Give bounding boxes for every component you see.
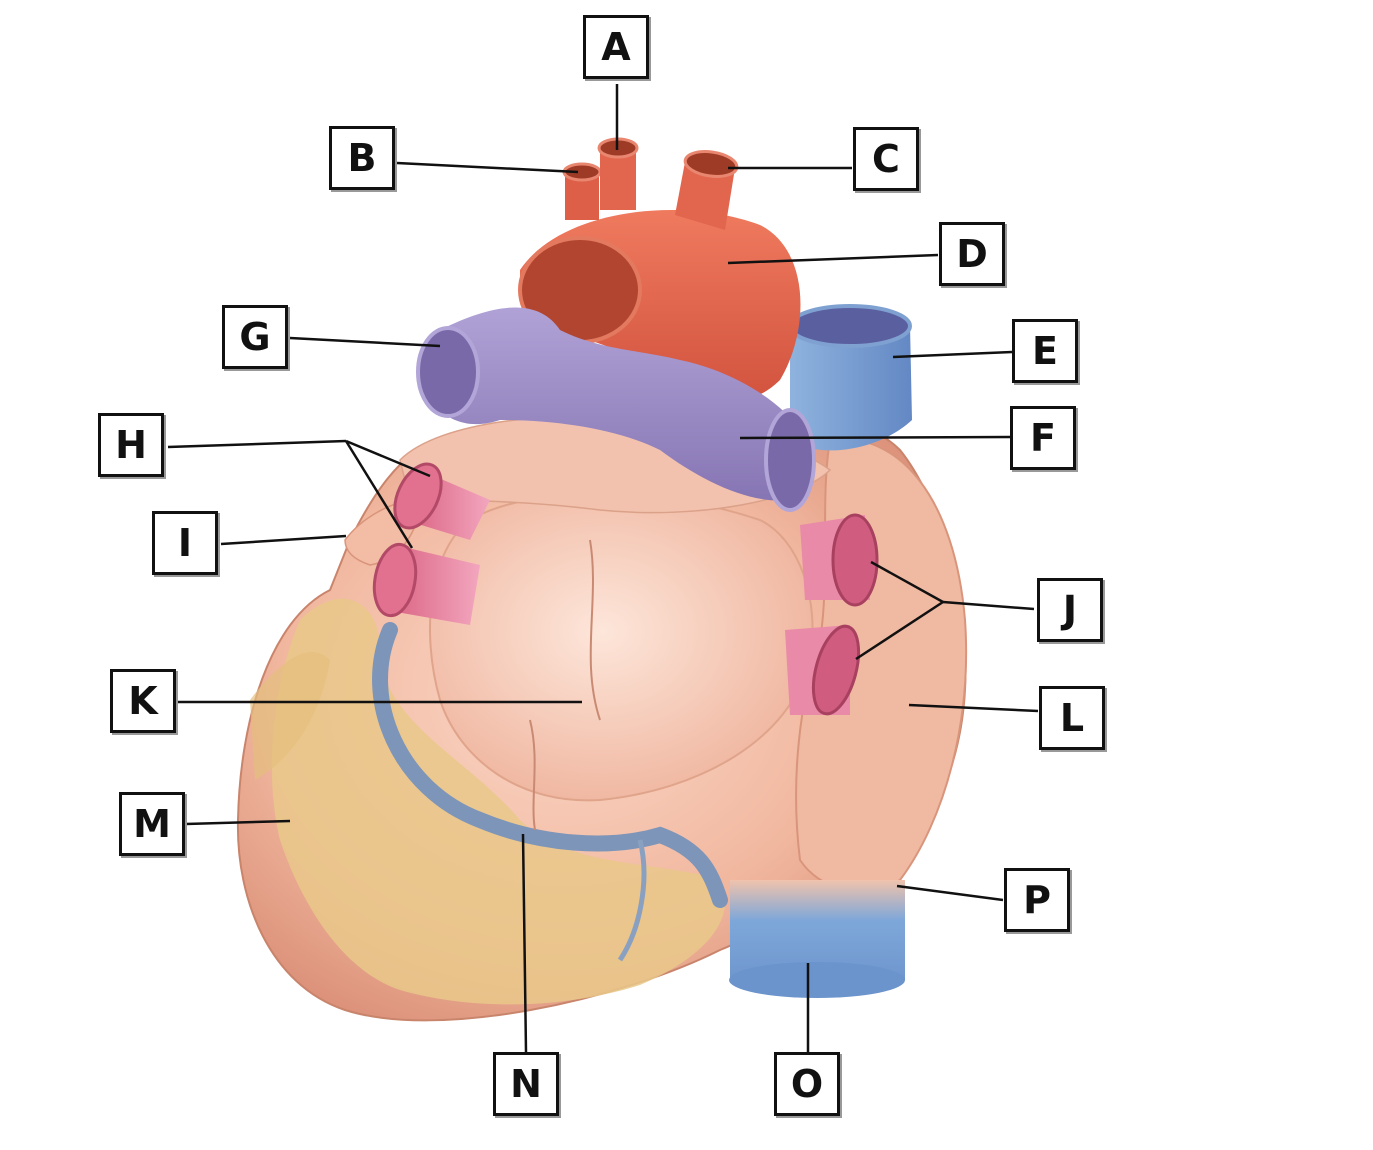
label-a: A [583, 15, 649, 79]
superior-vena-cava [790, 325, 912, 451]
label-h: H [98, 413, 164, 477]
label-o: O [774, 1052, 840, 1116]
coronary-sinus [372, 622, 728, 908]
label-e: E [1012, 319, 1078, 383]
aortic-branches [562, 137, 739, 230]
label-f: F [1010, 406, 1076, 470]
right-pulmonary-veins [785, 513, 879, 716]
vessel-line [529, 719, 536, 831]
pulmonary-artery [440, 307, 800, 501]
label-i: I [152, 511, 218, 575]
svc-opening [788, 304, 912, 348]
label-c: C [853, 127, 919, 191]
pulmonary-artery-opening-right [764, 408, 816, 512]
label-p: P [1004, 868, 1070, 932]
label-m: M [119, 792, 185, 856]
label-b: B [329, 126, 395, 190]
ivc-opening [729, 962, 905, 998]
leader-lines [167, 84, 1039, 1053]
label-n: N [493, 1052, 559, 1116]
label-g: G [222, 305, 288, 369]
pulmonary-artery-opening-left [416, 326, 480, 418]
label-k: K [110, 669, 176, 733]
coronary-branch [617, 839, 647, 962]
label-l: L [1039, 686, 1105, 750]
label-d: D [939, 222, 1005, 286]
fat-patch [250, 652, 330, 780]
vessel-line [589, 539, 601, 721]
left-pulmonary-veins [372, 462, 490, 625]
label-j: J [1037, 578, 1103, 642]
